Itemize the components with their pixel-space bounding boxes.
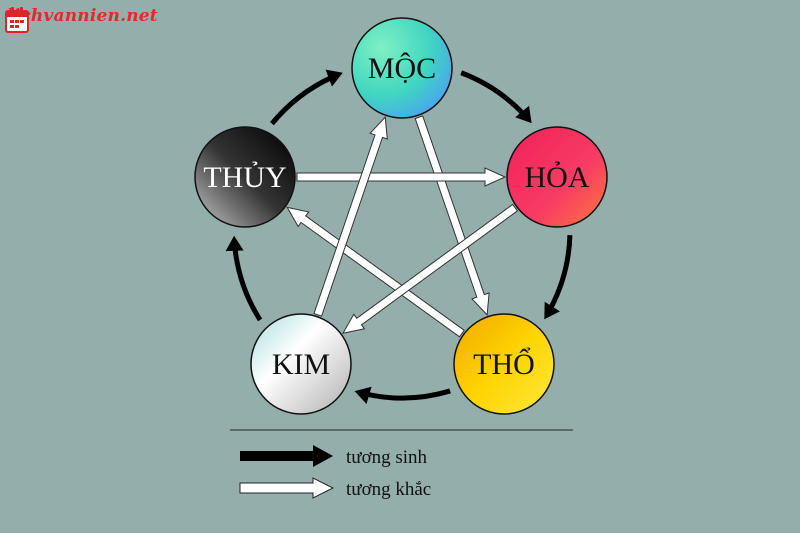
khac-arrow-tho-thuy (286, 206, 465, 338)
node-hoa (506, 126, 608, 228)
legend-khac-label: tương khắc (346, 479, 431, 500)
khac-arrow-hoa-kim (342, 203, 519, 335)
sinh-arrow-hoa-tho (548, 235, 573, 311)
khac-arrow-thuy-hoa (296, 167, 507, 187)
legend-khac-arrow (239, 477, 335, 499)
node-tho-label: THỔ (473, 347, 535, 381)
node-moc-label: MỘC (368, 52, 436, 85)
site-logo[interactable]: lichvannien.net (4, 6, 158, 33)
node-kim-label: KIM (272, 348, 330, 381)
node-tho (453, 313, 555, 415)
node-kim (250, 313, 352, 415)
sinh-arrow-moc-hoa (460, 70, 526, 117)
legend-sinh-label: tương sinh (346, 447, 428, 468)
khac-arrow-kim-moc (313, 116, 388, 317)
calendar-icon (5, 7, 29, 33)
sinh-arrowhead-tho-kim (354, 386, 372, 405)
legend-sinh-arrow (240, 445, 333, 467)
sinh-arrowhead-kim-thuy (225, 235, 244, 252)
sinh-arrow-thuy-moc (270, 75, 334, 126)
sinh-arrowhead-thuy-moc (325, 69, 343, 87)
logo-text: lichvannien.net (7, 6, 158, 26)
node-thuy-label: THỦY (203, 161, 286, 194)
sinh-arrows (225, 69, 573, 405)
legend: tương sinh tương khắc (239, 445, 431, 500)
khac-arrow-moc-tho (414, 115, 490, 316)
node-thuy (194, 126, 296, 228)
node-moc (351, 17, 453, 119)
element-nodes: MỘC HỎA THỔ KIM THỦY (194, 17, 608, 415)
sinh-arrow-kim-thuy (232, 247, 263, 322)
khac-arrows (286, 115, 519, 338)
sinh-arrowhead-moc-hoa (515, 105, 532, 124)
sinh-arrow-tho-kim (365, 388, 451, 401)
node-hoa-label: HỎA (525, 161, 590, 194)
sinh-arrowhead-hoa-tho (544, 301, 560, 320)
